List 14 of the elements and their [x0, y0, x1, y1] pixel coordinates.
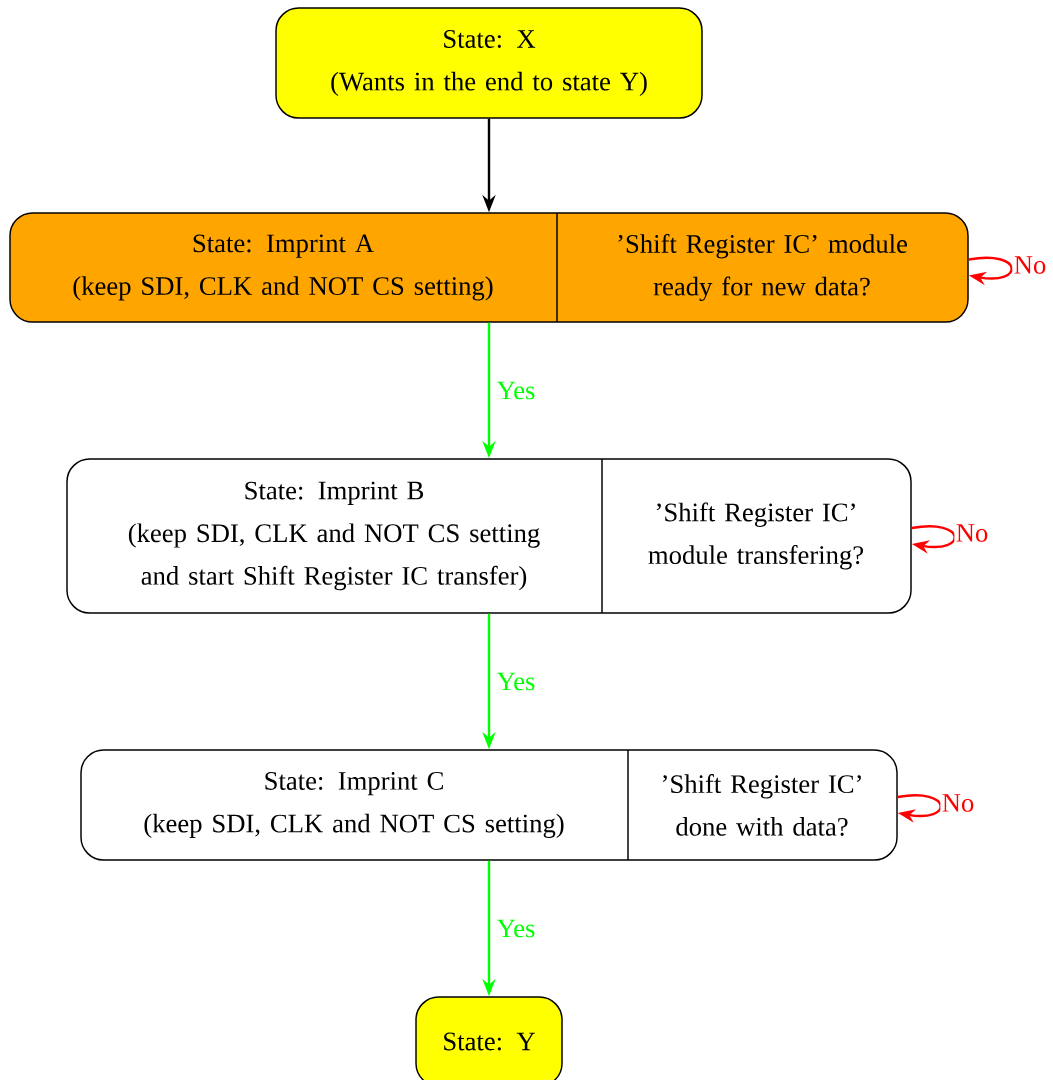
arrow	[968, 256, 1013, 286]
state-box: State: Imprint C (keep SDI, CLK and NOT CS setting) ’Shift Register IC’ done with data?	[80, 749, 898, 861]
arrow	[897, 794, 942, 823]
state-box: State: Imprint A (keep SDI, CLK and NOT CS setting) ’Shift Register IC’ module ready for new data?	[9, 212, 969, 323]
edge-label: Yes	[495, 380, 537, 401]
arrow	[911, 525, 956, 554]
edge-label: No	[1012, 254, 1048, 276]
edge-label: No	[940, 792, 976, 814]
state-box: State: Imprint B (keep SDI, CLK and NOT CS setting and start Shift Register IC transfer) ’Shift Register IC’ module transfering?	[66, 458, 912, 614]
state-box: State: Y	[415, 996, 563, 1080]
edge-label: Yes	[495, 671, 537, 692]
edge-label: No	[954, 522, 990, 544]
state-box: State: X (Wants in the end to state Y)	[275, 7, 703, 119]
edge-label: Yes	[495, 918, 537, 939]
